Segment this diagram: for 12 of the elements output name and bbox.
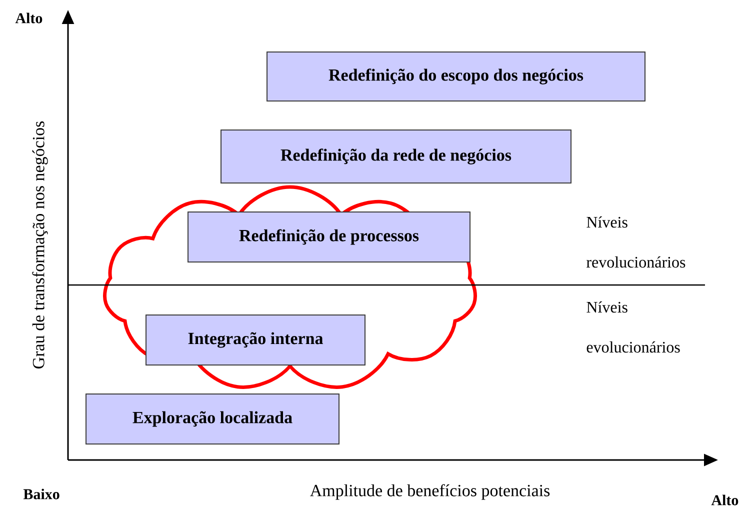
process-box: Integração interna — [146, 314, 366, 366]
axis-title: Grau de transformação nos negócios — [32, 121, 48, 368]
level-label: Níveis revolucionários — [586, 216, 686, 268]
process-box: Exploração localizada — [86, 393, 340, 444]
axis-end-label: Baixo — [23, 488, 60, 500]
axis-title: Amplitude de benefícios potenciais — [310, 484, 550, 500]
axis-end-label: Alto — [15, 12, 42, 24]
axis-end-label: Alto — [711, 494, 738, 506]
level-label: Níveis evolucionários — [586, 301, 680, 353]
process-box: Redefinição da rede de negócios — [220, 130, 572, 184]
process-box: Redefinição do escopo dos negócios — [266, 52, 646, 102]
process-box: Redefinição de processos — [188, 212, 470, 262]
